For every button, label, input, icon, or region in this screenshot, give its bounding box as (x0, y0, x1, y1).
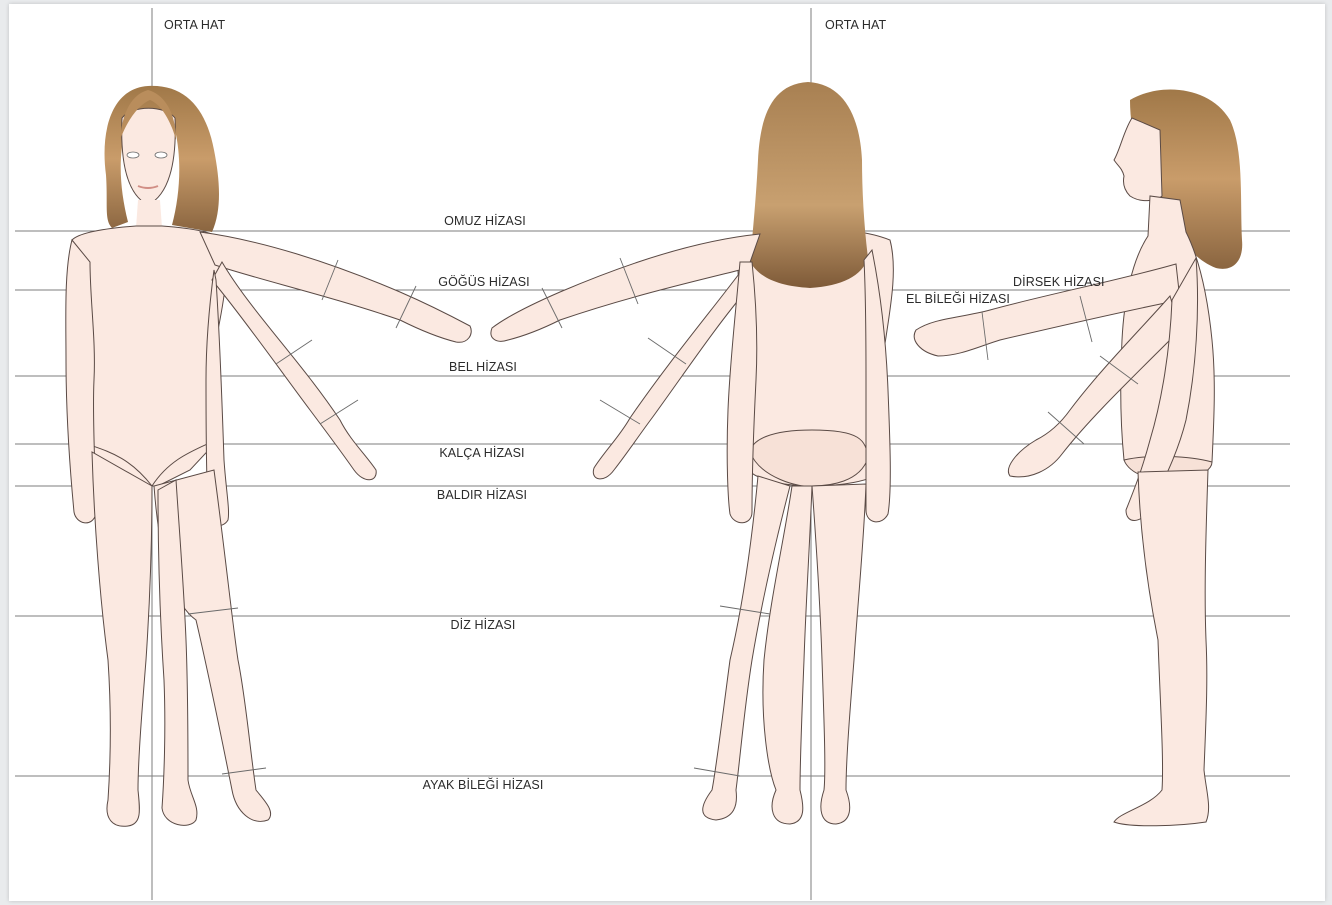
side-figure (914, 89, 1242, 825)
elbow-level-label: DİRSEK HİZASI (1013, 275, 1105, 289)
shoulder-level-label: OMUZ HİZASI (444, 214, 526, 228)
waist-level-label: BEL HİZASI (449, 360, 517, 374)
chest-level-label: GÖĞÜS HİZASI (438, 275, 530, 289)
front-right-arm (200, 232, 471, 342)
wrist-level-label: EL BİLEĞİ HİZASI (906, 292, 1010, 306)
calf-level-label: BALDIR HİZASI (437, 488, 527, 502)
front-left-leg (92, 452, 152, 826)
front-center-line-label: ORTA HAT (164, 18, 225, 32)
front-figure (66, 86, 471, 826)
back-hair (750, 82, 868, 288)
ankle-level-label: AYAK BİLEĞİ HİZASI (423, 778, 544, 792)
back-figure (491, 82, 893, 824)
front-neck (136, 200, 162, 228)
side-face (1114, 118, 1162, 201)
side-leg (1114, 470, 1209, 826)
hip-level-label: KALÇA HİZASI (439, 446, 524, 460)
knee-level-label: DİZ HİZASI (451, 618, 516, 632)
back-right-leg (812, 484, 866, 824)
back-center-line-label: ORTA HAT (825, 18, 886, 32)
